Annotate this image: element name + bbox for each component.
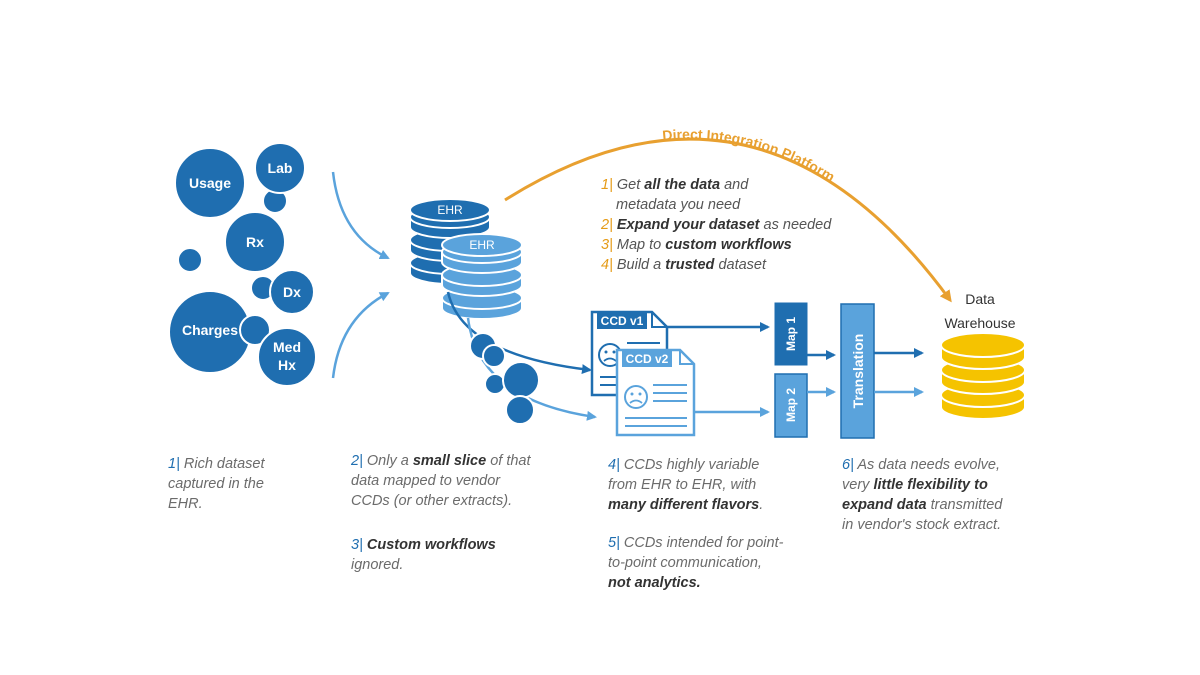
- translation-label: Translation: [850, 334, 866, 409]
- dx-bubble: [269, 269, 315, 315]
- ccd-v2-label: CCD v2: [626, 352, 669, 366]
- ccd-v2-tab: [622, 350, 672, 367]
- ehr-primary-label: EHR: [437, 203, 463, 217]
- map2-box: [774, 373, 808, 438]
- ehr-data-bubbles: Usage Lab Rx Dx Charges Med Hx: [168, 142, 317, 387]
- lab-bubble: [254, 142, 306, 194]
- platform-point-2: 2| Expand your dataset as needed: [601, 217, 832, 233]
- ccd-v1-label: CCD v1: [601, 314, 644, 328]
- map2-label: Map 2: [784, 388, 798, 422]
- map1-box: [774, 302, 808, 366]
- slice-bubble: [484, 373, 506, 395]
- note-1: 1| Rich dataset captured in the EHR.: [168, 456, 265, 512]
- map1-label: Map 1: [784, 317, 798, 351]
- charges-label: Charges: [182, 322, 238, 338]
- direct-integration-arc: [504, 137, 952, 303]
- platform-point-1: 1| Get all the data and: [601, 177, 749, 193]
- sad-face-icon: [624, 385, 648, 409]
- warehouse-label-line1: Data: [965, 291, 995, 307]
- slice-bubble: [505, 395, 535, 425]
- rx-label: Rx: [246, 234, 264, 250]
- usage-label: Usage: [189, 175, 231, 191]
- bubbles-to-ehr-arrow-upper: [331, 171, 390, 260]
- warehouse-label-line2: Warehouse: [944, 315, 1015, 331]
- rx-bubble: [224, 211, 286, 273]
- ccd-v2-document: CCD v2: [615, 348, 696, 437]
- lab-label: Lab: [268, 160, 293, 176]
- translation-box: [840, 303, 875, 439]
- small-bubble: [177, 247, 203, 273]
- data-warehouse-database: [940, 332, 1026, 420]
- note-5: 5| CCDs intended for point- to-point com…: [608, 535, 784, 591]
- platform-points: 1| Get all the data and metadata you nee…: [601, 175, 831, 275]
- slice-bubble: [482, 344, 506, 368]
- slice-bubble: [502, 361, 540, 399]
- note-6: 6| As data needs evolve, very little fle…: [842, 457, 1003, 533]
- ccd-v1-tab: [597, 312, 647, 329]
- dx-label: Dx: [283, 284, 301, 300]
- small-bubble: [239, 314, 271, 346]
- platform-point-1-continued: metadata you need: [616, 197, 741, 213]
- note-4: 4| CCDs highly variable from EHR to EHR,…: [608, 457, 764, 513]
- ehr-secondary-label: EHR: [469, 238, 495, 252]
- med-hx-label-line1: Med: [273, 339, 301, 355]
- note-2: 2| Only a small slice of that data mappe…: [351, 453, 531, 509]
- med-hx-bubble: [257, 327, 317, 387]
- ehr-database-secondary: EHR: [441, 233, 523, 320]
- bubbles-to-ehr-arrow-lower: [331, 291, 390, 379]
- note-3: 3| Custom workflows ignored.: [351, 537, 496, 573]
- platform-point-4: 4| Build a trusted dataset: [601, 257, 767, 273]
- usage-bubble: [174, 147, 246, 219]
- platform-point-3: 3| Map to custom workflows: [601, 237, 792, 253]
- data-slice-bubbles: [469, 332, 540, 425]
- med-hx-label-line2: Hx: [278, 357, 296, 373]
